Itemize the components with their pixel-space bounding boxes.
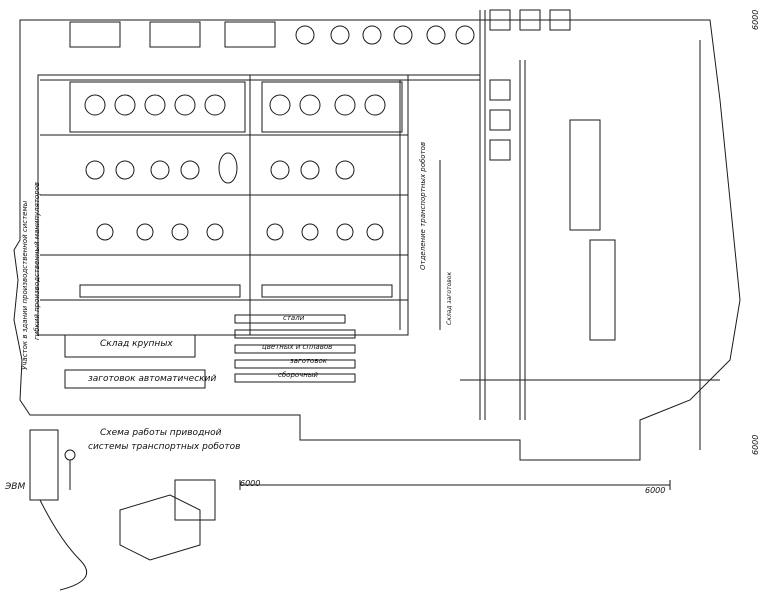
robot-scheme-illustration: [29, 429, 216, 591]
machining-grid: [37, 74, 409, 336]
label-storage-nonferrous: цветных и сплавов: [262, 343, 333, 351]
label-section-left: Участок в здании производственной систем…: [21, 200, 29, 370]
building-outline: [13, 19, 741, 461]
label-dim-bottom-left: 6000: [240, 479, 261, 488]
label-robot-scheme-1: Схема работы приводной: [100, 428, 222, 438]
label-dim-bottom-right: 6000: [645, 486, 666, 495]
label-transport-node: Отделение транспортных роботов: [419, 141, 427, 270]
dimension-lines: [239, 40, 701, 490]
storage-racks: [64, 314, 356, 389]
label-transport-small: Склад заготовок: [446, 271, 453, 325]
label-robot-scheme-2: системы транспортных роботов: [88, 442, 241, 452]
label-dim-right-bottom: 6000: [751, 434, 760, 455]
label-storage-blanks: заготовок: [290, 357, 327, 365]
right-section: [439, 9, 720, 420]
label-blanks-auto: заготовок автоматический: [88, 374, 217, 384]
label-section-left-2: гибкий производственный манипуляторов: [33, 181, 41, 340]
top-robot-row: [40, 21, 480, 81]
label-storage-steel: стали: [283, 314, 305, 322]
label-dim-right-top: 6000: [751, 9, 760, 30]
label-computer: ЭВМ: [5, 482, 26, 492]
label-storage-assembly: сборочный: [278, 371, 318, 379]
machine-cells: [79, 94, 393, 298]
label-warehouse-large: Склад крупных: [100, 339, 173, 349]
